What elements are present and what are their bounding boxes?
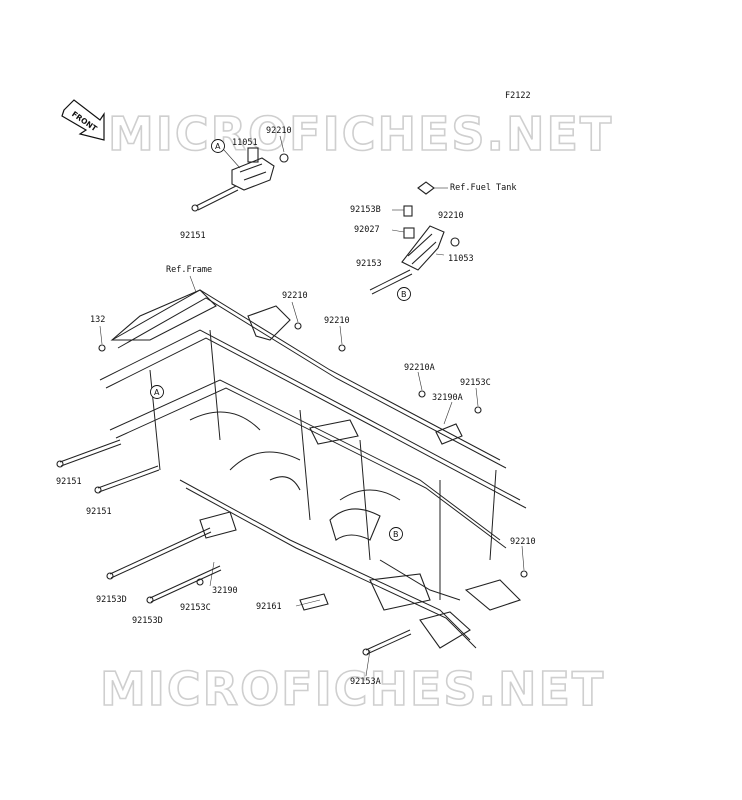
label-92153D-2: 92153D xyxy=(132,616,163,626)
nut-132 xyxy=(98,344,106,352)
bolt-92153A xyxy=(362,629,412,656)
watermark-bottom: MICROFICHES.NET xyxy=(100,662,605,716)
ref-fuel-tank: Ref.Fuel Tank xyxy=(450,183,517,193)
bracket-11051 xyxy=(191,147,289,212)
bolt-92153D-2 xyxy=(146,565,222,604)
bolt-92153C-b xyxy=(196,578,204,586)
label-11053: 11053 xyxy=(448,254,474,264)
label-92210-r: 92210 xyxy=(510,537,536,547)
label-92153D-1: 92153D xyxy=(96,595,127,605)
marker-a-top: A xyxy=(211,139,225,153)
bolt-92151-l2 xyxy=(94,465,160,494)
label-92161: 92161 xyxy=(256,602,282,612)
marker-b-top: B xyxy=(397,287,411,301)
label-92210-a: 92210 xyxy=(282,291,308,301)
label-92153C-r: 92153C xyxy=(460,378,491,388)
label-92151-l2: 92151 xyxy=(86,507,112,517)
label-92027: 92027 xyxy=(354,225,380,235)
label-92210-b: 92210 xyxy=(324,316,350,326)
label-92153C-b: 92153C xyxy=(180,603,211,613)
label-92153-tank: 92153 xyxy=(356,259,382,269)
marker-a-frame: A xyxy=(150,385,164,399)
label-11051: 11051 xyxy=(232,138,258,148)
label-92210A: 92210A xyxy=(404,363,435,373)
svg-text:B: B xyxy=(393,530,399,539)
bolt-92153C-r xyxy=(474,406,482,414)
nut-92210-r xyxy=(520,570,528,578)
svg-text:B: B xyxy=(401,290,407,299)
watermark-top: MICROFICHES.NET xyxy=(108,107,613,161)
ref-frame: Ref.Frame xyxy=(166,265,212,275)
nut-92210-b xyxy=(338,344,346,352)
label-92151-l1: 92151 xyxy=(56,477,82,487)
svg-text:A: A xyxy=(215,142,221,151)
nut-92210A xyxy=(418,390,426,398)
label-32190: 32190 xyxy=(212,586,238,596)
nut-92210-a xyxy=(294,322,302,330)
label-32190A: 32190A xyxy=(432,393,463,403)
bolt-92151-l1 xyxy=(56,439,122,468)
bolt-92153D-1 xyxy=(106,527,212,580)
label-92210-top: 92210 xyxy=(266,126,292,136)
label-92153A: 92153A xyxy=(350,677,381,687)
label-92151-top: 92151 xyxy=(180,231,206,241)
bracket-11053 xyxy=(369,181,460,295)
svg-text:A: A xyxy=(154,388,160,397)
label-92210-tank: 92210 xyxy=(438,211,464,221)
main-frame xyxy=(99,289,527,649)
label-92153B: 92153B xyxy=(350,205,381,215)
pad-92161 xyxy=(299,593,329,611)
label-132: 132 xyxy=(90,315,105,325)
diagram-code: F2122 xyxy=(505,91,531,101)
front-arrow-icon: FRONT xyxy=(61,99,105,141)
marker-b-frame: B xyxy=(389,527,403,541)
